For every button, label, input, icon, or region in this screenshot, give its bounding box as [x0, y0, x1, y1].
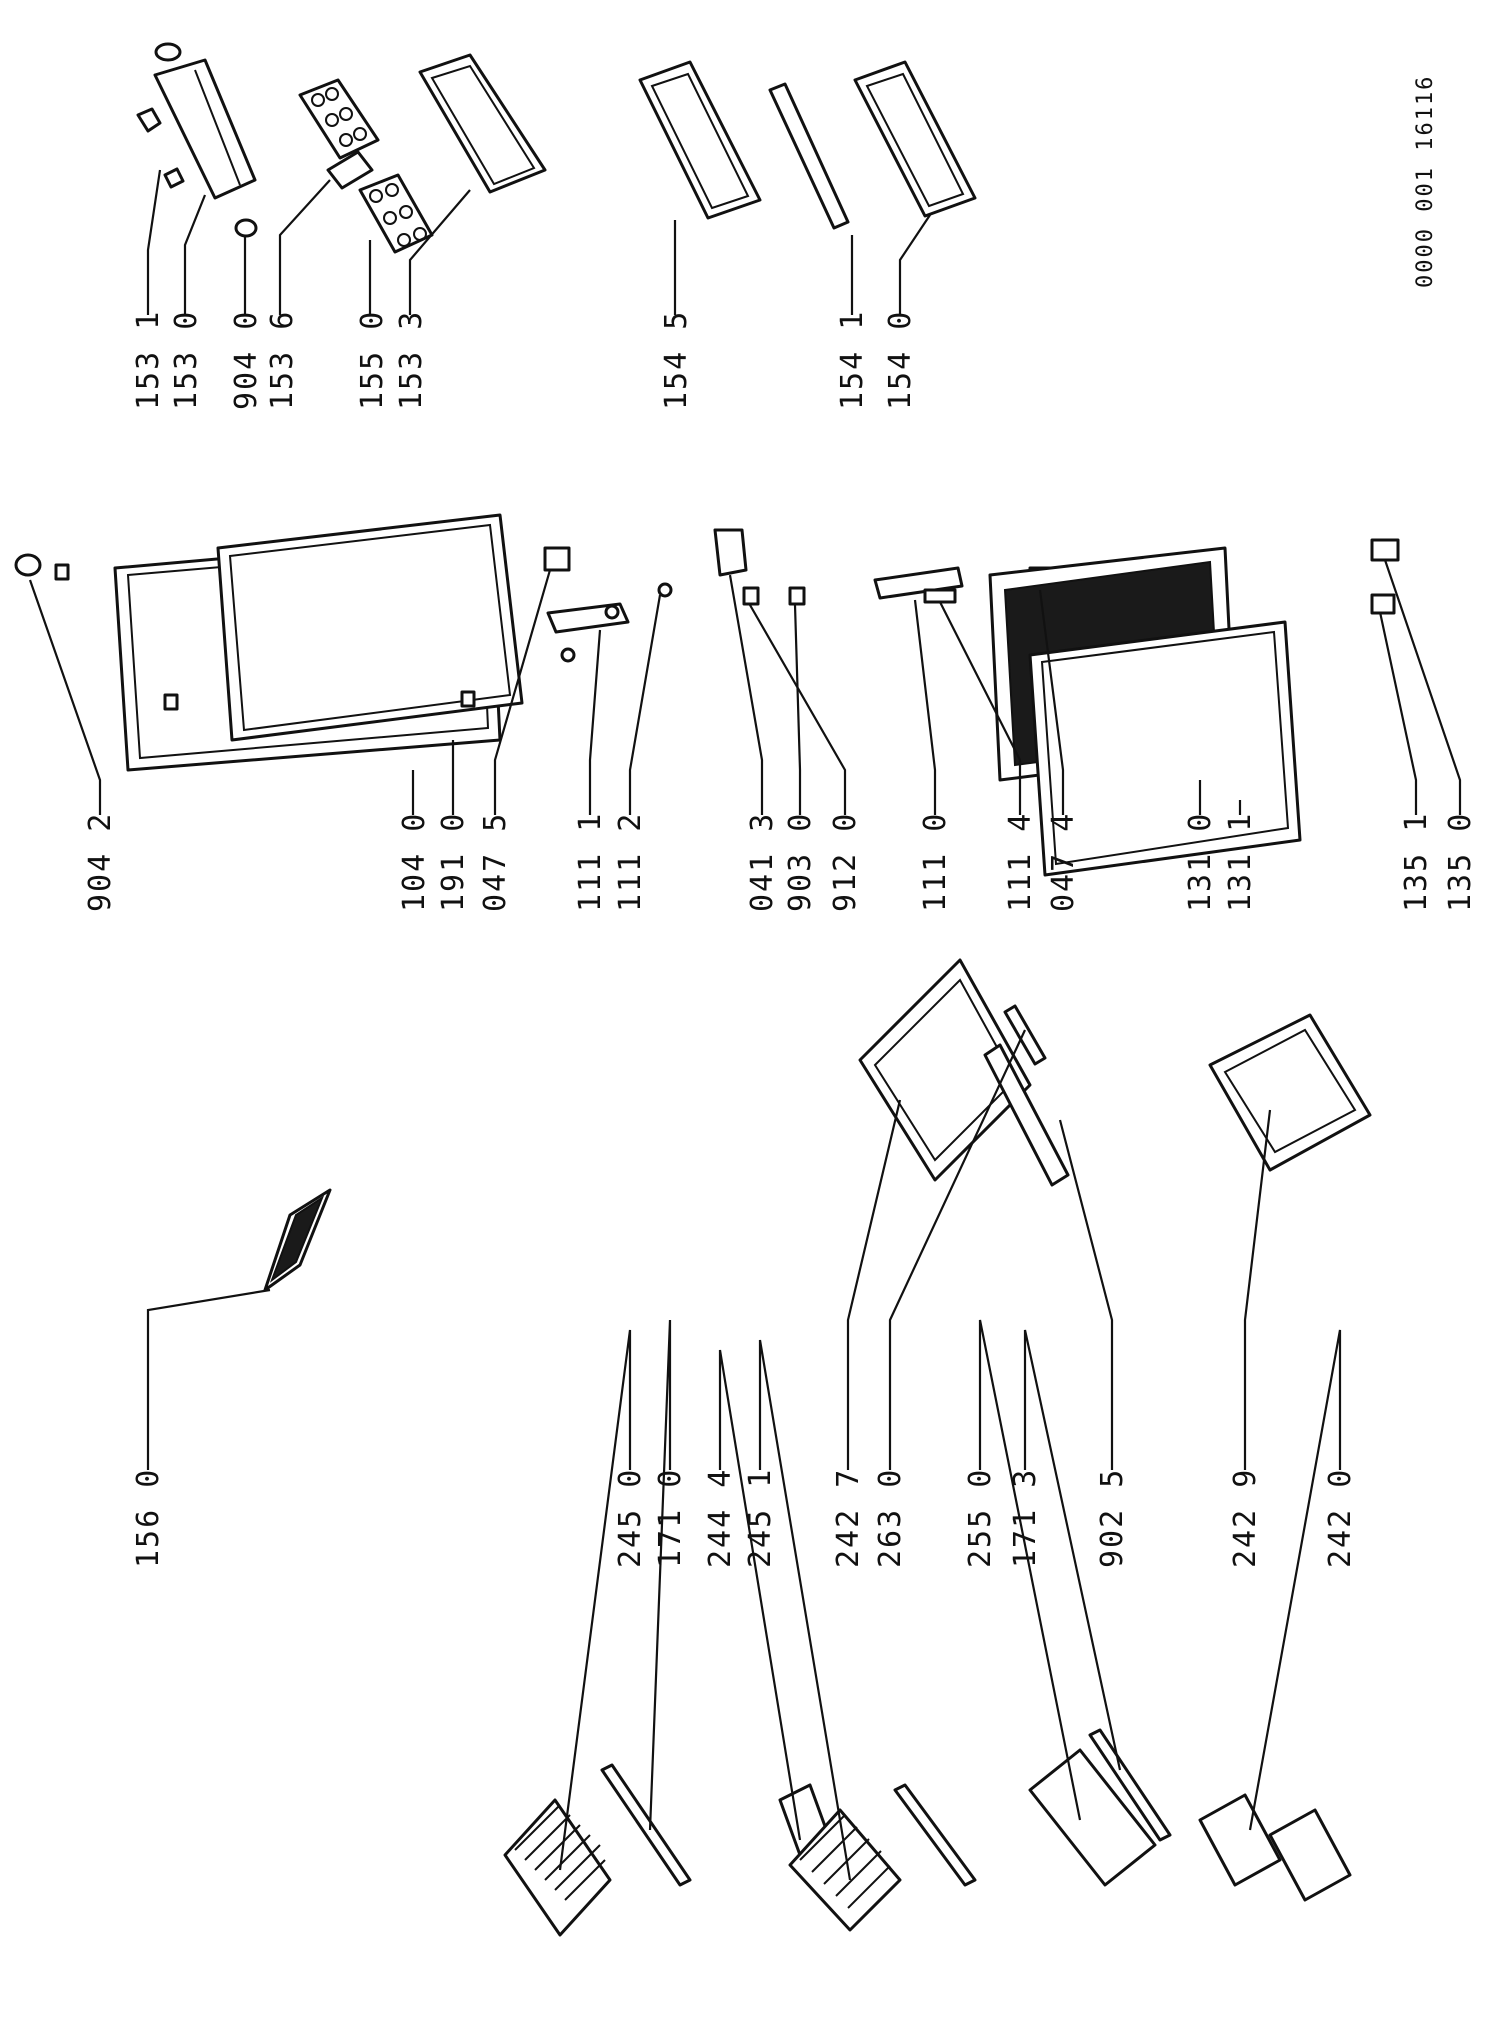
door-gasket-191-0	[216, 513, 524, 742]
label-904-2: 904 2	[83, 812, 118, 912]
label-111-4: 111 4	[1003, 812, 1038, 912]
label-912-0: 912 0	[828, 812, 863, 912]
label-242-0: 242 0	[1323, 1468, 1358, 1568]
trim-171-0	[600, 1763, 692, 1887]
label-154-5: 154 5	[659, 310, 694, 410]
screw-part	[54, 563, 70, 581]
screw-part	[163, 693, 179, 711]
small-drawer-242-0-second	[1268, 1808, 1352, 1902]
label-263-0: 263 0	[873, 1468, 908, 1568]
crisper-drawer-242-7	[858, 958, 1032, 1182]
label-171-3: 171 3	[1008, 1468, 1043, 1568]
label-244-4: 244 4	[703, 1468, 738, 1568]
wire-shelf-245-1	[788, 1808, 902, 1932]
handle-screw-111-2	[657, 582, 673, 598]
small-drawer-242-0	[1198, 1793, 1282, 1887]
bar-part-154-1	[768, 82, 850, 230]
label-154-0: 154 0	[883, 310, 918, 410]
leader-lines	[28, 169, 1462, 1881]
egg-tray-155-0	[298, 78, 434, 254]
door-bin-154-5	[638, 60, 762, 220]
shelves-drawers-group	[263, 958, 1372, 1937]
label-903-0: 903 0	[783, 812, 818, 912]
label-245-1: 245 1	[743, 1468, 778, 1568]
label-111-2: 111 2	[613, 812, 648, 912]
strip-263-0	[1003, 1004, 1047, 1066]
document-number: 0000 001 16116	[1413, 75, 1438, 288]
label-245-0: 245 0	[613, 1468, 648, 1568]
knob-part-904-0	[234, 218, 258, 238]
butter-compartment-153-0	[153, 58, 257, 200]
screw-part	[460, 690, 476, 708]
label-111-1: 111 1	[573, 812, 608, 912]
part-labels: 153 1 153 0 904 0 153 6 155 0 153 3 154 …	[83, 75, 1478, 1568]
door-accessories-group	[136, 42, 977, 254]
trim-bar	[893, 1783, 977, 1887]
label-153-0: 153 0	[169, 310, 204, 410]
label-904-0: 904 0	[229, 310, 264, 410]
label-154-1: 154 1	[835, 310, 870, 410]
label-111-0: 111 0	[918, 812, 953, 912]
screw-912-0	[742, 586, 760, 606]
label-242-7: 242 7	[831, 1468, 866, 1568]
label-153-3: 153 3	[394, 310, 429, 410]
label-131-1: 131 1	[1223, 812, 1258, 912]
label-156-0: 156 0	[131, 1468, 166, 1568]
handle-111-0	[873, 566, 964, 600]
label-902-5: 902 5	[1095, 1468, 1130, 1568]
label-155-0: 155 0	[355, 310, 390, 410]
foot-135-1	[1370, 593, 1396, 615]
trim-111-4	[923, 588, 957, 604]
label-104-0: 104 0	[397, 812, 432, 912]
label-131-0: 131 0	[1183, 812, 1218, 912]
label-041-3: 041 3	[745, 812, 780, 912]
screw-903-0	[788, 586, 806, 606]
label-153-6: 153 6	[265, 310, 300, 410]
clip-part-153-1	[136, 107, 162, 133]
hinge-041-3	[713, 528, 748, 577]
glass-shelf-255-0	[1028, 1748, 1157, 1887]
clip-small-part	[163, 167, 185, 189]
label-047-4: 047 4	[1046, 812, 1081, 912]
hinge-cap-part	[154, 42, 182, 62]
cap-part-904-2	[14, 553, 42, 577]
glass-cover-902-5	[983, 1043, 1070, 1187]
label-255-0: 255 0	[963, 1468, 998, 1568]
freezer-drawer-242-9	[1208, 1013, 1372, 1172]
label-047-5: 047 5	[478, 812, 513, 912]
doors-group	[14, 513, 1400, 877]
hinge-cover-047-5	[543, 546, 571, 572]
trim-171-3	[1088, 1728, 1172, 1842]
label-135-0: 135 0	[1443, 812, 1478, 912]
label-153-1: 153 1	[131, 310, 166, 410]
door-bin-154-0	[853, 60, 977, 218]
label-191-0: 191 0	[436, 812, 471, 912]
door-shelf-153-3	[418, 53, 547, 194]
label-135-1: 135 1	[1399, 812, 1434, 912]
freezer-gasket-131-1	[1028, 620, 1302, 877]
label-242-9: 242 9	[1228, 1468, 1263, 1568]
foot-135-0	[1370, 538, 1400, 562]
holder-part-153-6	[326, 150, 374, 190]
label-171-0: 171 0	[653, 1468, 688, 1568]
